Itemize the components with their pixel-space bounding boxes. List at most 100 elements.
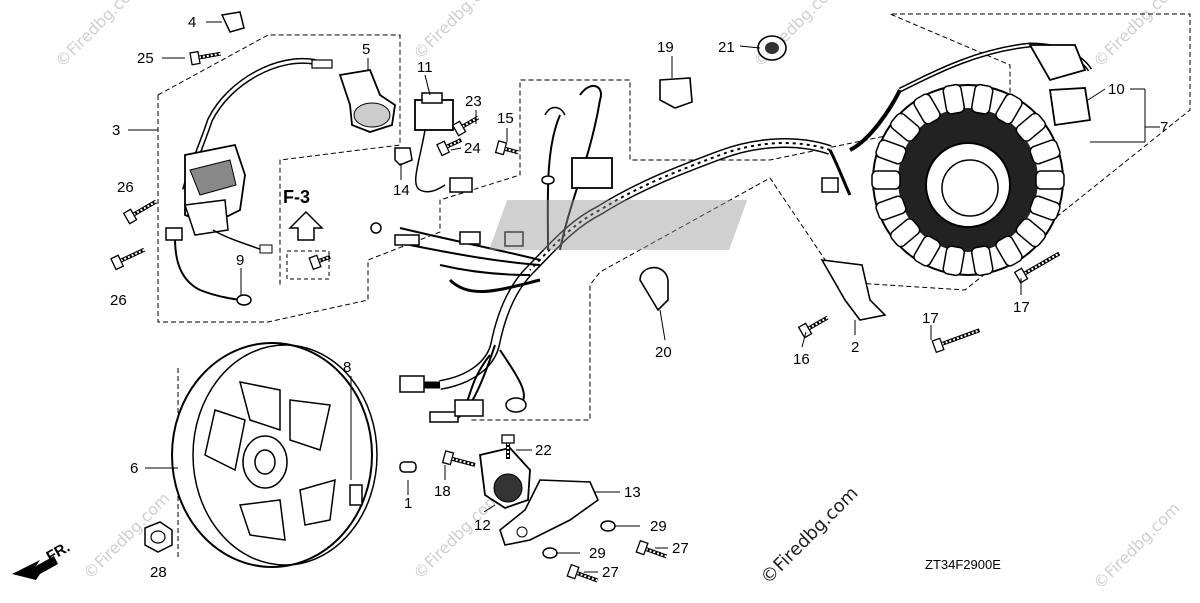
stator-tooth [942, 83, 966, 115]
callout-26: 26 [117, 179, 134, 196]
bolt [451, 115, 480, 137]
front-arrow: FR. [12, 539, 73, 580]
diagram-code: ZT34F2900E [925, 557, 1001, 572]
callout-17: 17 [922, 310, 939, 327]
watermark-dark: ©Firedbg.com [757, 483, 863, 589]
callout-12: 12 [474, 517, 491, 534]
callout-1: 1 [404, 495, 412, 512]
stator-tooth [1029, 195, 1061, 221]
washer [542, 547, 558, 559]
bolt [797, 315, 829, 339]
ignition-switch [414, 92, 473, 193]
stator-tooth [1015, 112, 1047, 142]
watermark: ©Firedbg.com [409, 489, 503, 583]
watermark: ©Firedbg.com [409, 0, 503, 63]
callouts: 4 25 3 5 11 23 15 24 14 26 26 9 19 2 1 10… [110, 14, 1168, 581]
callout-11: 11 [417, 59, 433, 76]
callout-22: 22 [535, 442, 552, 459]
callout-27: 27 [602, 564, 619, 581]
callout-9: 9 [236, 252, 244, 269]
callout-16: 16 [793, 351, 810, 368]
wire-clamp [220, 11, 245, 33]
bolt [308, 254, 331, 271]
stator-tooth [1029, 139, 1061, 165]
callout-24: 24 [464, 140, 481, 157]
callout-29: 29 [589, 545, 606, 562]
stator-tooth [913, 93, 941, 125]
callout-25: 25 [137, 50, 154, 67]
callout-14: 14 [393, 182, 410, 199]
callout-2: 2 [851, 339, 859, 356]
stator-tooth [871, 170, 901, 190]
flange-nut [144, 521, 173, 553]
callout-15: 15 [497, 110, 514, 127]
bolt [635, 539, 668, 559]
stator-tooth [1015, 218, 1047, 248]
callout-19: 19 [657, 39, 674, 56]
callout-6: 6 [130, 460, 138, 477]
bolt [1013, 251, 1061, 284]
callout-27: 27 [672, 540, 689, 557]
grommet [757, 35, 787, 61]
watermark: ©Firedbg.com [51, 0, 145, 71]
bolt [122, 199, 158, 225]
bolt [441, 450, 476, 467]
callout-5: 5 [362, 41, 370, 58]
callout-26: 26 [110, 292, 127, 309]
stator-tooth [970, 245, 994, 277]
spark-plug-cap [311, 59, 396, 133]
callout-17: 17 [1013, 299, 1030, 316]
fasteners [110, 50, 1061, 583]
bolt [501, 434, 515, 459]
ignition-coil [182, 57, 316, 254]
wire-harness [370, 85, 852, 423]
stator-tooth [995, 93, 1023, 125]
callout-10: 10 [1108, 81, 1125, 98]
harness-pattern [489, 200, 748, 250]
stator-tooth [875, 195, 907, 221]
bolt [931, 328, 981, 354]
callout-23: 23 [465, 93, 482, 110]
watermark: ©Firedbg.com [749, 0, 843, 71]
woodruff-key [399, 461, 417, 473]
flywheel [171, 342, 378, 568]
bolt [110, 247, 146, 271]
pulser-coil [479, 447, 531, 509]
sensor-bracket [499, 479, 599, 546]
ignition-coil-outline [157, 34, 401, 285]
cable-clamp [639, 266, 669, 312]
callout-29: 29 [650, 518, 667, 535]
bolt [566, 563, 599, 583]
callout-3: 3 [112, 122, 120, 139]
bracket [820, 259, 887, 321]
stator-tooth [1035, 170, 1065, 190]
harness-clamp [659, 77, 693, 109]
stator-tooth [970, 83, 994, 115]
washer [600, 520, 616, 532]
stator-teeth [871, 83, 1065, 277]
reference-label: F-3 [283, 187, 310, 207]
clip [394, 147, 413, 166]
stator-tooth [942, 245, 966, 277]
callout-18: 18 [434, 483, 451, 500]
stator-tooth [889, 218, 921, 248]
reference-arrow: F-3 [283, 187, 324, 241]
reference-box [286, 250, 330, 280]
stator [872, 84, 1064, 276]
bolt [494, 140, 519, 156]
ground-wire [165, 227, 252, 306]
bolt [189, 50, 221, 66]
stator-tooth [913, 235, 941, 267]
bolt [436, 138, 463, 157]
callout-4: 4 [188, 14, 196, 31]
callout-8: 8 [343, 359, 351, 376]
callout-28: 28 [150, 564, 167, 581]
callout-leaders [128, 21, 1160, 573]
callout-13: 13 [624, 484, 641, 501]
stator-leads [849, 42, 1093, 152]
watermark: ©Firedbg.com [1089, 499, 1183, 593]
stator-tooth [889, 112, 921, 142]
stator-tooth [995, 235, 1023, 267]
